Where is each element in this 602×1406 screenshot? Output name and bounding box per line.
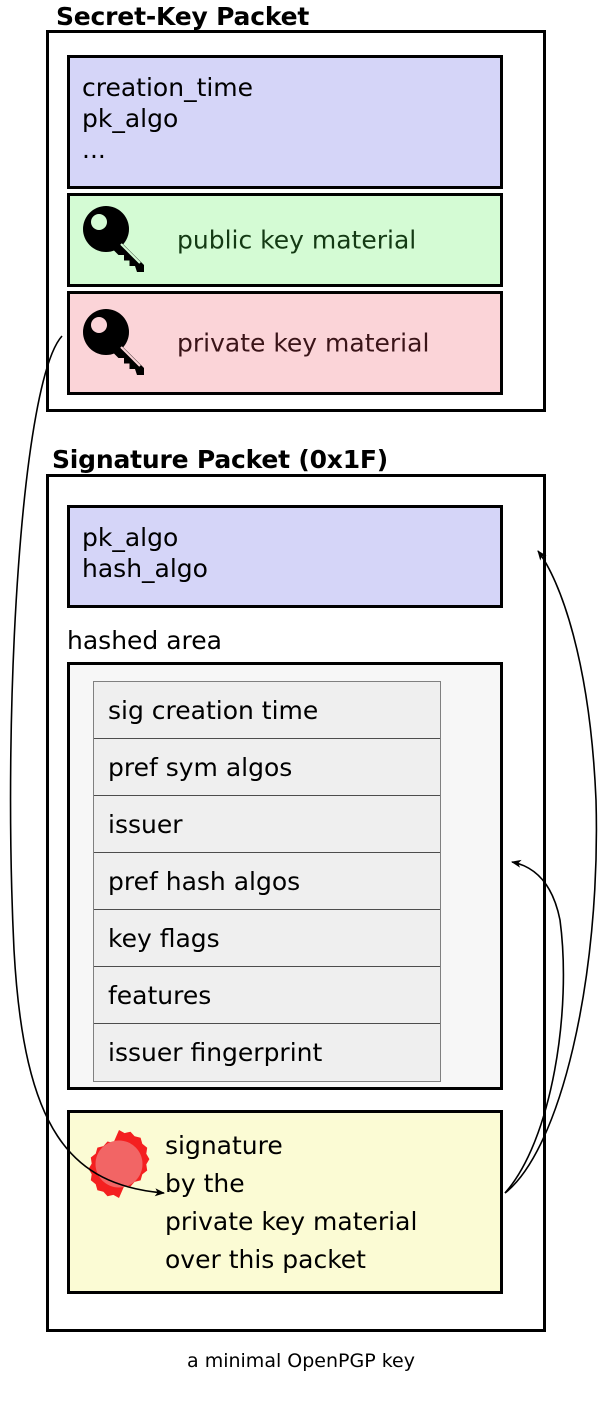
hashed-subpacket-item: pref sym algos: [94, 739, 440, 796]
private-key-material-label: private key material: [177, 328, 430, 358]
private-key-material-field: private key material: [67, 291, 503, 395]
sig-header-field: pk_algo hash_algo: [67, 505, 503, 608]
hashed-subpacket-item: issuer fingerprint: [94, 1024, 440, 1081]
hashed-subpacket-item: sig creation time: [94, 682, 440, 739]
public-key-material-field: public key material: [67, 193, 503, 287]
key-header-field: creation_time pk_algo ...: [67, 55, 503, 189]
hashed-subpacket-item: pref hash algos: [94, 853, 440, 910]
public-key-material-label: public key material: [177, 225, 417, 255]
secret-key-packet-title: Secret-Key Packet: [56, 2, 310, 31]
wax-seal-icon: [88, 1130, 150, 1198]
key-icon: [83, 206, 144, 272]
hashed-subpacket-item: issuer: [94, 796, 440, 853]
signature-field: signature by the private key material ov…: [67, 1110, 503, 1294]
hashed-subpacket-item: features: [94, 967, 440, 1024]
hashed-subpacket-item: key flags: [94, 910, 440, 967]
signature-text: signature by the private key material ov…: [165, 1131, 418, 1274]
signature-packet-title: Signature Packet (0x1F): [52, 445, 389, 474]
key-header-text: creation_time pk_algo ...: [82, 73, 254, 164]
sig-header-text: pk_algo hash_algo: [82, 523, 208, 583]
hashed-area-label: hashed area: [67, 626, 222, 655]
key-icon: [83, 309, 144, 375]
figure-caption: a minimal OpenPGP key: [187, 1350, 415, 1372]
